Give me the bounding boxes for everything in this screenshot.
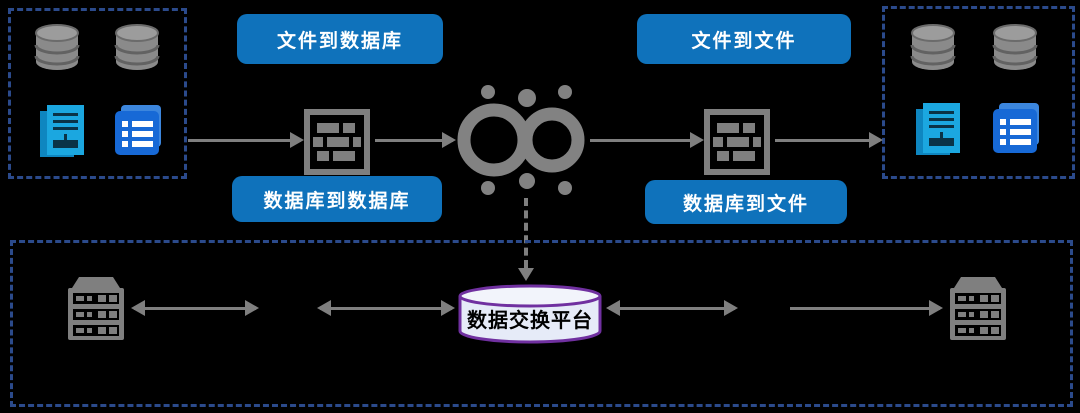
flow-arrow bbox=[588, 132, 704, 148]
platform-zone-box bbox=[10, 240, 1073, 407]
flow-arrow bbox=[131, 300, 259, 316]
database-icon bbox=[910, 24, 956, 70]
exchange-platform-cylinder bbox=[458, 284, 602, 344]
flow-arrow bbox=[373, 132, 456, 148]
list-icon bbox=[115, 105, 161, 155]
target-systems-box bbox=[882, 6, 1075, 179]
label-db-to-db: 数据库到数据库 bbox=[232, 176, 442, 222]
database-icon bbox=[34, 24, 80, 70]
label-file-to-db: 文件到数据库 bbox=[237, 14, 443, 64]
infinity-sync-icon bbox=[457, 85, 585, 195]
label-db-to-file: 数据库到文件 bbox=[645, 180, 847, 224]
document-icon bbox=[40, 105, 84, 157]
flow-arrow bbox=[606, 300, 738, 316]
server-icon bbox=[950, 277, 1006, 340]
dashed-arrow-down bbox=[524, 198, 528, 268]
arrow-head-down-icon bbox=[518, 268, 534, 281]
flow-arrow bbox=[317, 300, 455, 316]
database-icon bbox=[992, 24, 1038, 70]
flow-arrow bbox=[773, 132, 883, 148]
platform-label: 数据交换平台 bbox=[467, 309, 593, 332]
table-icon bbox=[304, 109, 370, 175]
table-icon bbox=[704, 109, 770, 175]
label-file-to-file: 文件到文件 bbox=[637, 14, 851, 64]
flow-arrow bbox=[788, 300, 943, 316]
server-icon bbox=[68, 277, 124, 340]
list-icon bbox=[993, 103, 1039, 153]
database-icon bbox=[114, 24, 160, 70]
document-icon bbox=[916, 103, 960, 155]
source-systems-box bbox=[8, 8, 187, 179]
flow-arrow bbox=[186, 132, 304, 148]
